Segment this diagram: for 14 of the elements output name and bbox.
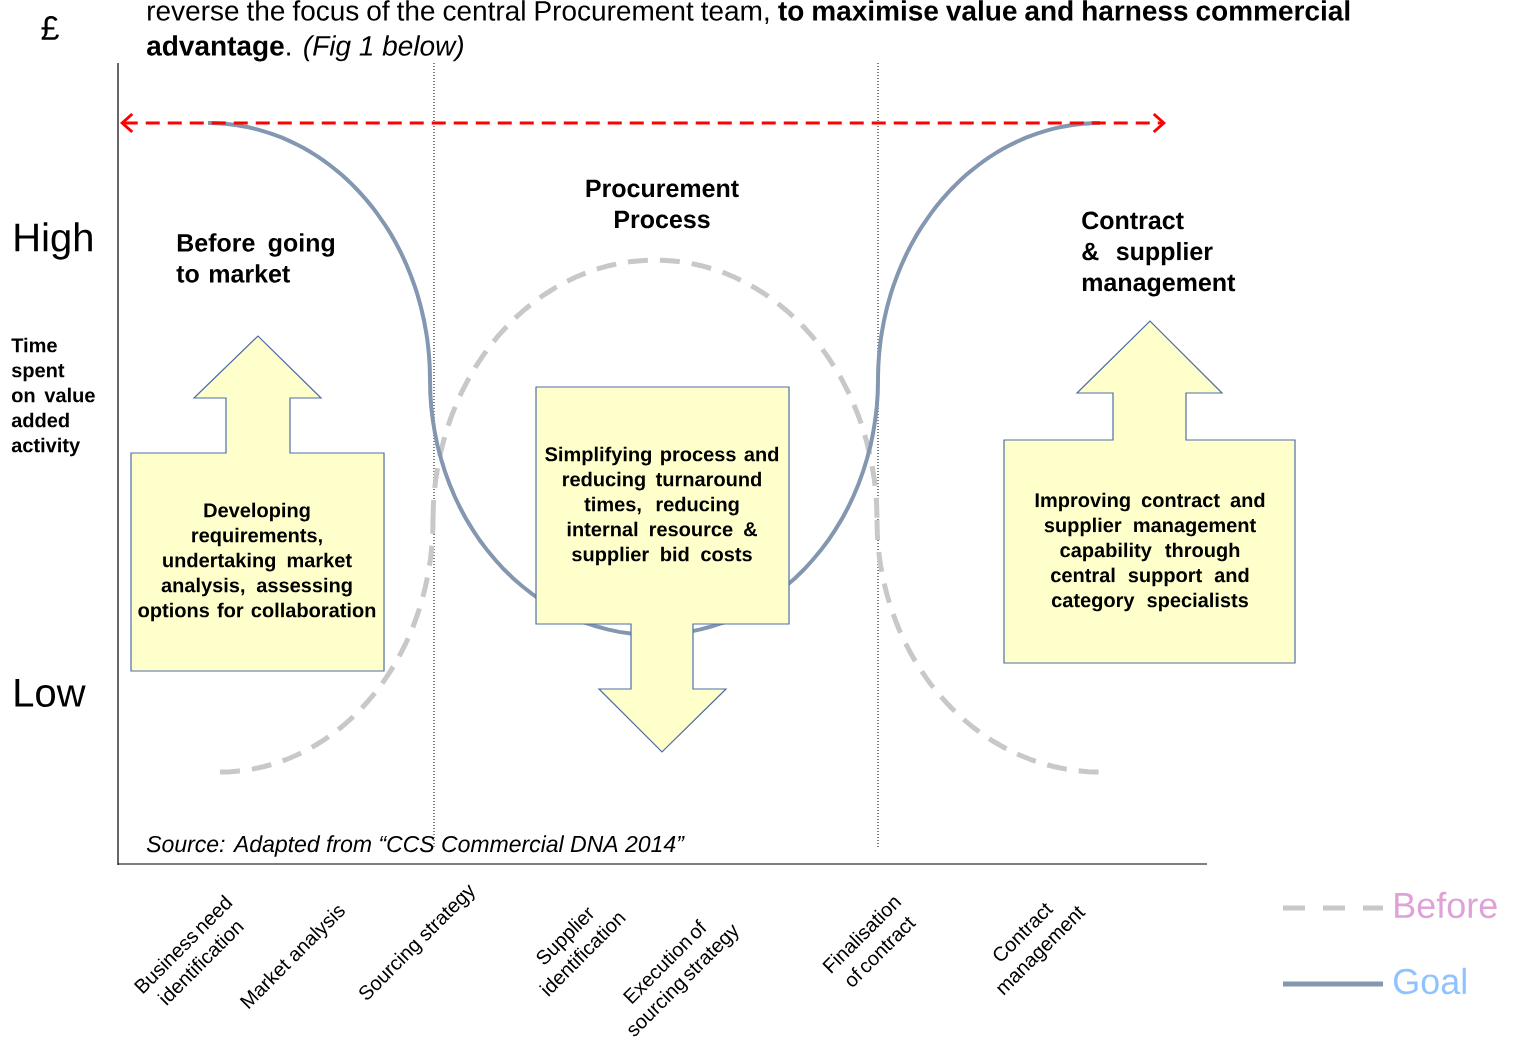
axis-label: Low [15, 679, 86, 707]
arrow-callout-box: Improving contract and supplier management capability through central support and category specialists [1003, 320, 1296, 664]
source-note: Source: Adapted from “CCS Commercial DNA 2014” [146, 835, 685, 857]
axis-title: Time spent on value added activity [11, 337, 95, 457]
phase-heading: Procurement Process [586, 179, 739, 229]
phase-heading: Contract & supplier management [1082, 211, 1236, 297]
legend-label: Goal [1394, 967, 1466, 995]
currency-symbol: £ [41, 16, 59, 40]
arrow-callout-box: Simplifying process and reducing turnaround times, reducing internal resource & supplier bid costs [535, 386, 790, 753]
intro-text: reverse the focus of the central Procurement team, to maximise value and harness commercial advantage. (Fig 1 below) [147, 0, 1350, 62]
phase-heading: Before going to market [176, 233, 335, 283]
legend-label: Before [1395, 891, 1497, 919]
arrow-callout-box: Developing requirements, undertaking market analysis, assessing options for collaboration [130, 335, 385, 672]
axis-label: High [15, 222, 92, 260]
